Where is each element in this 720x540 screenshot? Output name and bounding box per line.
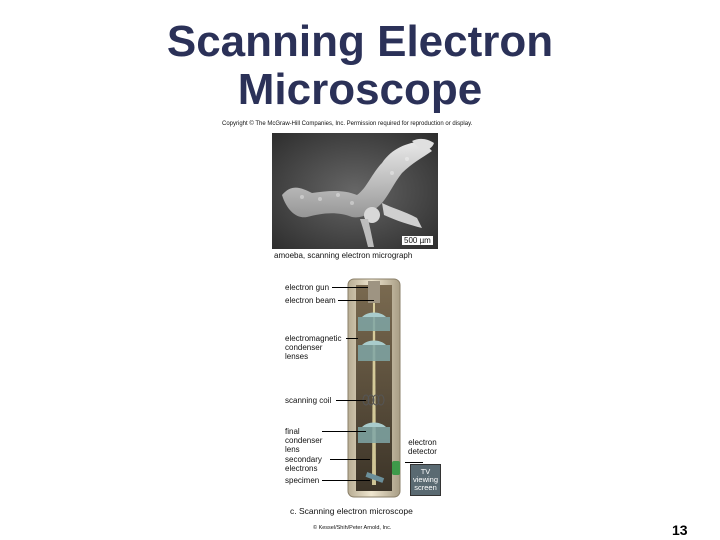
- label-final-line-3: lens: [285, 445, 300, 454]
- tv-line-3: screen: [414, 483, 437, 492]
- leader-final-lens: [322, 431, 366, 432]
- label-condenser-line-2: condenser: [285, 343, 323, 352]
- label-secondary-line-1: secondary: [285, 455, 322, 464]
- leader-specimen: [322, 480, 370, 481]
- specimen-shape: [365, 472, 385, 483]
- scale-bar-label: 500 µm: [402, 236, 433, 245]
- micrograph-caption: amoeba, scanning electron micrograph: [274, 251, 413, 260]
- copyright-notice: Copyright © The McGraw-Hill Companies, I…: [222, 121, 473, 127]
- label-detector-line-1: electron: [408, 438, 437, 447]
- tv-viewing-screen: TV viewing screen: [410, 464, 441, 496]
- leader-condenser: [346, 338, 358, 339]
- tv-line-2: viewing: [412, 475, 438, 484]
- final-lens-shape: [358, 422, 390, 443]
- leader-scanning-coil: [336, 400, 366, 401]
- condenser-lens-shape-2: [358, 340, 390, 361]
- leader-electron-gun: [332, 287, 368, 288]
- label-detector-line-2: detector: [408, 447, 437, 456]
- label-condenser-line-3: lenses: [285, 352, 309, 361]
- photo-credit: © Kessel/Shih/Peter Arnold, Inc.: [313, 525, 392, 531]
- label-final-line-1: final: [285, 427, 300, 436]
- leader-electron-beam: [338, 300, 374, 301]
- page-number: 13: [672, 522, 688, 538]
- label-condenser-lenses: electromagnetic condenser lenses: [285, 334, 341, 361]
- figure-caption: c. Scanning electron microscope: [290, 506, 413, 516]
- title-line-2: Microscope: [237, 65, 483, 114]
- label-electron-gun: electron gun: [285, 283, 330, 292]
- label-condenser-line-1: electromagnetic: [285, 334, 342, 343]
- detector-shape: [392, 461, 400, 475]
- microscope-column-drawing: [347, 278, 401, 498]
- label-scanning-coil: scanning coil: [285, 396, 332, 405]
- label-secondary-electrons: secondary electrons: [285, 455, 322, 473]
- tv-line-1: TV: [420, 467, 431, 476]
- amoeba-micrograph-image: [272, 133, 438, 249]
- leader-detector: [405, 462, 423, 463]
- leader-secondary: [330, 459, 370, 460]
- label-secondary-line-2: electrons: [285, 464, 318, 473]
- label-final-lens: final condenser lens: [285, 427, 322, 454]
- label-final-line-2: condenser: [285, 436, 323, 445]
- label-electron-detector: electron detector: [408, 438, 437, 456]
- condenser-lens-shape-1: [358, 312, 390, 331]
- label-specimen: specimen: [285, 476, 320, 485]
- slide-title: Scanning Electron Microscope: [0, 18, 720, 114]
- label-electron-beam: electron beam: [285, 296, 336, 305]
- scanning-coil-shape: [362, 394, 385, 406]
- amoeba-micrograph-drawing: [272, 133, 438, 249]
- title-line-1: Scanning Electron: [166, 17, 554, 66]
- electron-gun-shape: [368, 281, 380, 303]
